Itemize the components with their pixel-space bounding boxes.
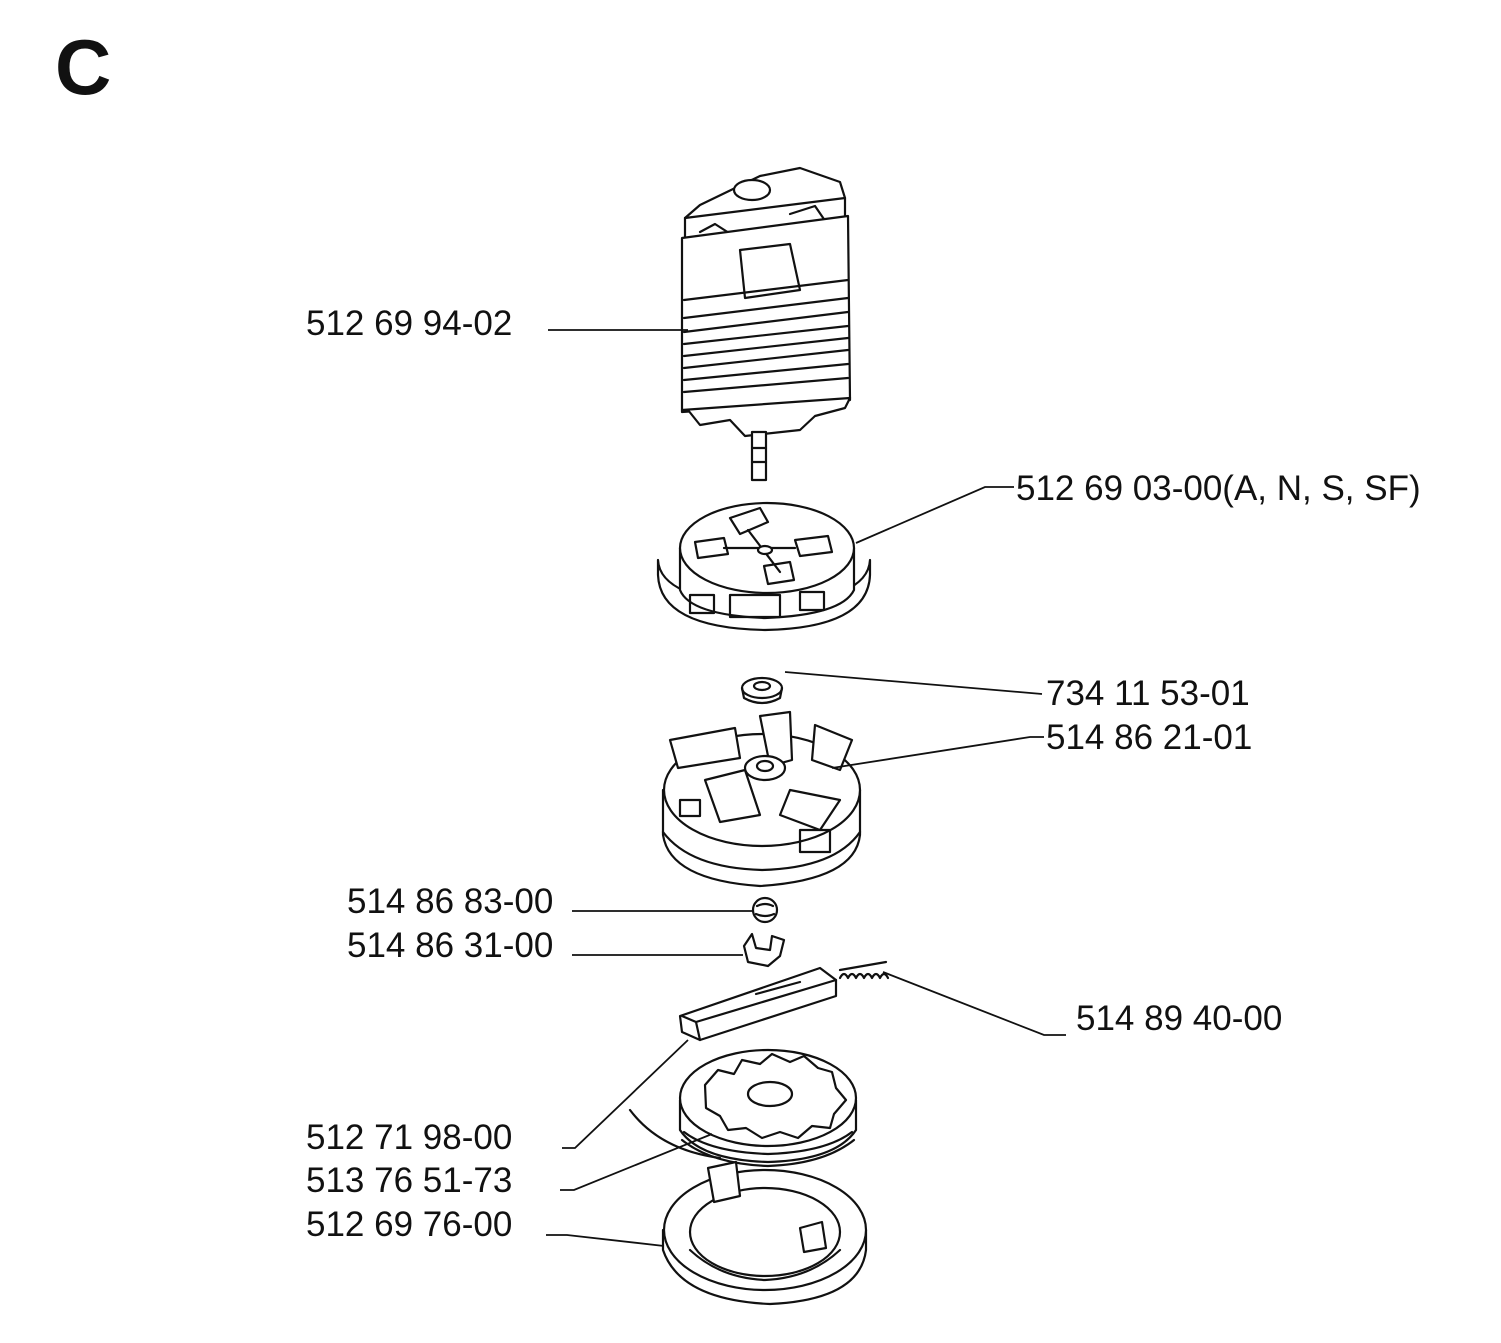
leader-washer (784, 671, 1043, 695)
part-label-lever: 512 71 98-00 (306, 1118, 513, 1157)
part-label-washer: 734 11 53-01 (1046, 674, 1250, 713)
part-label-ball: 514 86 83-00 (347, 882, 554, 921)
clip-drawing (742, 932, 786, 968)
leader-spool (560, 1133, 713, 1191)
part-label-spool: 513 76 51-73 (306, 1161, 513, 1200)
washer-drawing (740, 676, 784, 705)
lever-drawing (678, 966, 838, 1042)
leader-fan (831, 736, 1044, 769)
spring-drawing (838, 960, 890, 980)
ball-drawing (751, 896, 779, 924)
leader-lines (546, 329, 1066, 1247)
leader-motor-housing-cover (855, 486, 1014, 544)
leader-spring (882, 971, 1066, 1036)
section-letter: C (55, 23, 112, 111)
part-label-fan: 514 86 21-01 (1046, 718, 1253, 757)
part-label-clip: 514 86 31-00 (347, 926, 554, 965)
part-label-spool-cover: 512 69 76-00 (306, 1205, 513, 1244)
part-label-spring: 514 89 40-00 (1076, 999, 1283, 1038)
leader-spool-cover (546, 1234, 665, 1247)
spool-cover-drawing (661, 1160, 868, 1306)
leader-lever (562, 1039, 689, 1149)
part-label-motor-housing-cover: 512 69 03-00(A, N, S, SF) (1016, 469, 1421, 508)
part-label-motor: 512 69 94-02 (306, 304, 513, 343)
motor-housing-cover-drawing (656, 501, 872, 632)
fan-drawing (661, 710, 862, 888)
spool-drawing (628, 1048, 858, 1168)
motor-drawing (680, 166, 852, 482)
